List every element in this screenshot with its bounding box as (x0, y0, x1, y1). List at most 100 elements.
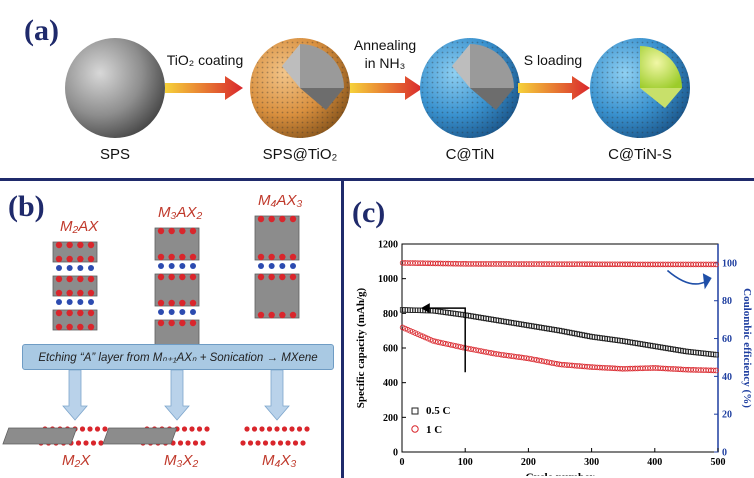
data-point (435, 339, 441, 345)
a-layer (158, 309, 196, 315)
octahedra-block (52, 309, 98, 331)
data-point (475, 347, 482, 354)
x-tick-label: 100 (458, 457, 473, 468)
data-point (465, 345, 472, 352)
y-tick-label: 200 (383, 413, 398, 424)
data-point (543, 359, 550, 365)
a-layer (56, 265, 94, 271)
data-point (417, 332, 424, 339)
data-point (538, 358, 545, 364)
left-axis-arrowhead (420, 303, 430, 314)
divider-vertical (341, 180, 344, 478)
data-point (447, 342, 454, 348)
y2-tick-label: 20 (722, 410, 732, 421)
y-tick-label: 600 (383, 344, 398, 355)
data-point (450, 342, 456, 349)
arrow-3 (518, 76, 590, 100)
data-point (425, 335, 431, 342)
data-point (455, 343, 462, 350)
sphere-label-sps: SPS (99, 146, 130, 163)
y2-tick-label: 0 (722, 448, 727, 459)
data-point (551, 360, 558, 367)
data-point (485, 349, 492, 356)
data-point (478, 348, 484, 354)
data-point (710, 367, 717, 374)
y2-tick-label: 40 (722, 372, 732, 383)
x-tick-label: 300 (584, 457, 599, 468)
octahedra-block (52, 275, 98, 297)
data-point (409, 329, 416, 335)
down-arrow (264, 369, 290, 421)
y-tick-label: 1000 (378, 274, 398, 285)
structure-label-m4ax3: M₄AX₃ (258, 192, 303, 209)
data-point (531, 356, 537, 363)
data-point (541, 358, 548, 365)
left-axis-arrow (427, 307, 466, 373)
right-axis-arrow (666, 269, 706, 285)
data-point (427, 336, 434, 343)
panel-c-label: (c) (352, 196, 386, 229)
y2-tick-label: 100 (722, 258, 737, 269)
legend-label-0: 0.5 C (426, 405, 451, 417)
a-layer (56, 299, 94, 305)
down-arrow (164, 369, 190, 421)
data-point (399, 324, 406, 331)
data-point (402, 325, 408, 332)
a-layer (258, 263, 296, 269)
y-axis-label: Specific capacity (mAh/g) (355, 287, 367, 408)
structure-label-m3ax2: M₃AX₂ (158, 204, 203, 221)
data-point (713, 261, 719, 268)
data-point (437, 339, 444, 346)
data-point (468, 346, 474, 352)
x-tick-label: 400 (647, 457, 662, 468)
octahedra-block (154, 273, 200, 307)
data-point (536, 357, 542, 364)
structure-label-m2x: M₂X (62, 452, 91, 469)
data-point (404, 326, 411, 333)
legend-marker-1 (411, 425, 419, 433)
data-point (440, 340, 446, 346)
arrow-1 (165, 76, 243, 100)
structure-label-m4x3: M₄X₃ (262, 452, 297, 469)
data-point (710, 261, 717, 268)
legend-marker-0 (411, 407, 419, 415)
a-layer (158, 263, 196, 269)
data-point (713, 367, 719, 374)
sphere-label-c-tin-s: C@TiN-S (608, 146, 672, 163)
sphere-label-sps-tio2: SPS@TiO₂ (262, 146, 338, 163)
x-axis-label: Cycle number (525, 472, 594, 476)
arrow-label-1: TiO₂ coating (166, 52, 244, 68)
y2-tick-label: 60 (722, 334, 732, 345)
sphere-sps (65, 38, 165, 138)
data-point (488, 350, 494, 356)
octahedra-block (52, 241, 98, 263)
max-phase-structures (2, 215, 310, 446)
data-point (430, 337, 436, 344)
right-axis-arrowhead (702, 273, 712, 290)
data-point (713, 352, 719, 358)
data-point (445, 341, 451, 348)
data-point (526, 355, 532, 362)
x-tick-label: 200 (521, 457, 536, 468)
octahedra-block (254, 215, 300, 261)
sphere-c-tin-s (590, 38, 690, 138)
data-point (432, 338, 439, 345)
data-point (452, 343, 459, 349)
arrow-2 (350, 76, 423, 100)
panel-a-label: (a) (24, 14, 59, 47)
data-point (415, 331, 421, 337)
data-point (546, 359, 553, 366)
legend-label-1: 1 C (426, 424, 442, 436)
data-point (422, 334, 429, 341)
data-point (407, 328, 414, 334)
y-tick-label: 1200 (378, 240, 398, 251)
data-point (483, 349, 489, 355)
octahedra-block (154, 227, 200, 261)
divider-horizontal (0, 178, 754, 181)
down-arrow (62, 369, 88, 421)
etching-banner: Etching “A” layer from Mₙ₊₁AXₙ + Sonicat… (22, 344, 334, 370)
data-point (480, 348, 487, 355)
data-point (412, 330, 419, 336)
data-point (442, 340, 449, 347)
arrow-label-3: S loading (523, 52, 583, 68)
